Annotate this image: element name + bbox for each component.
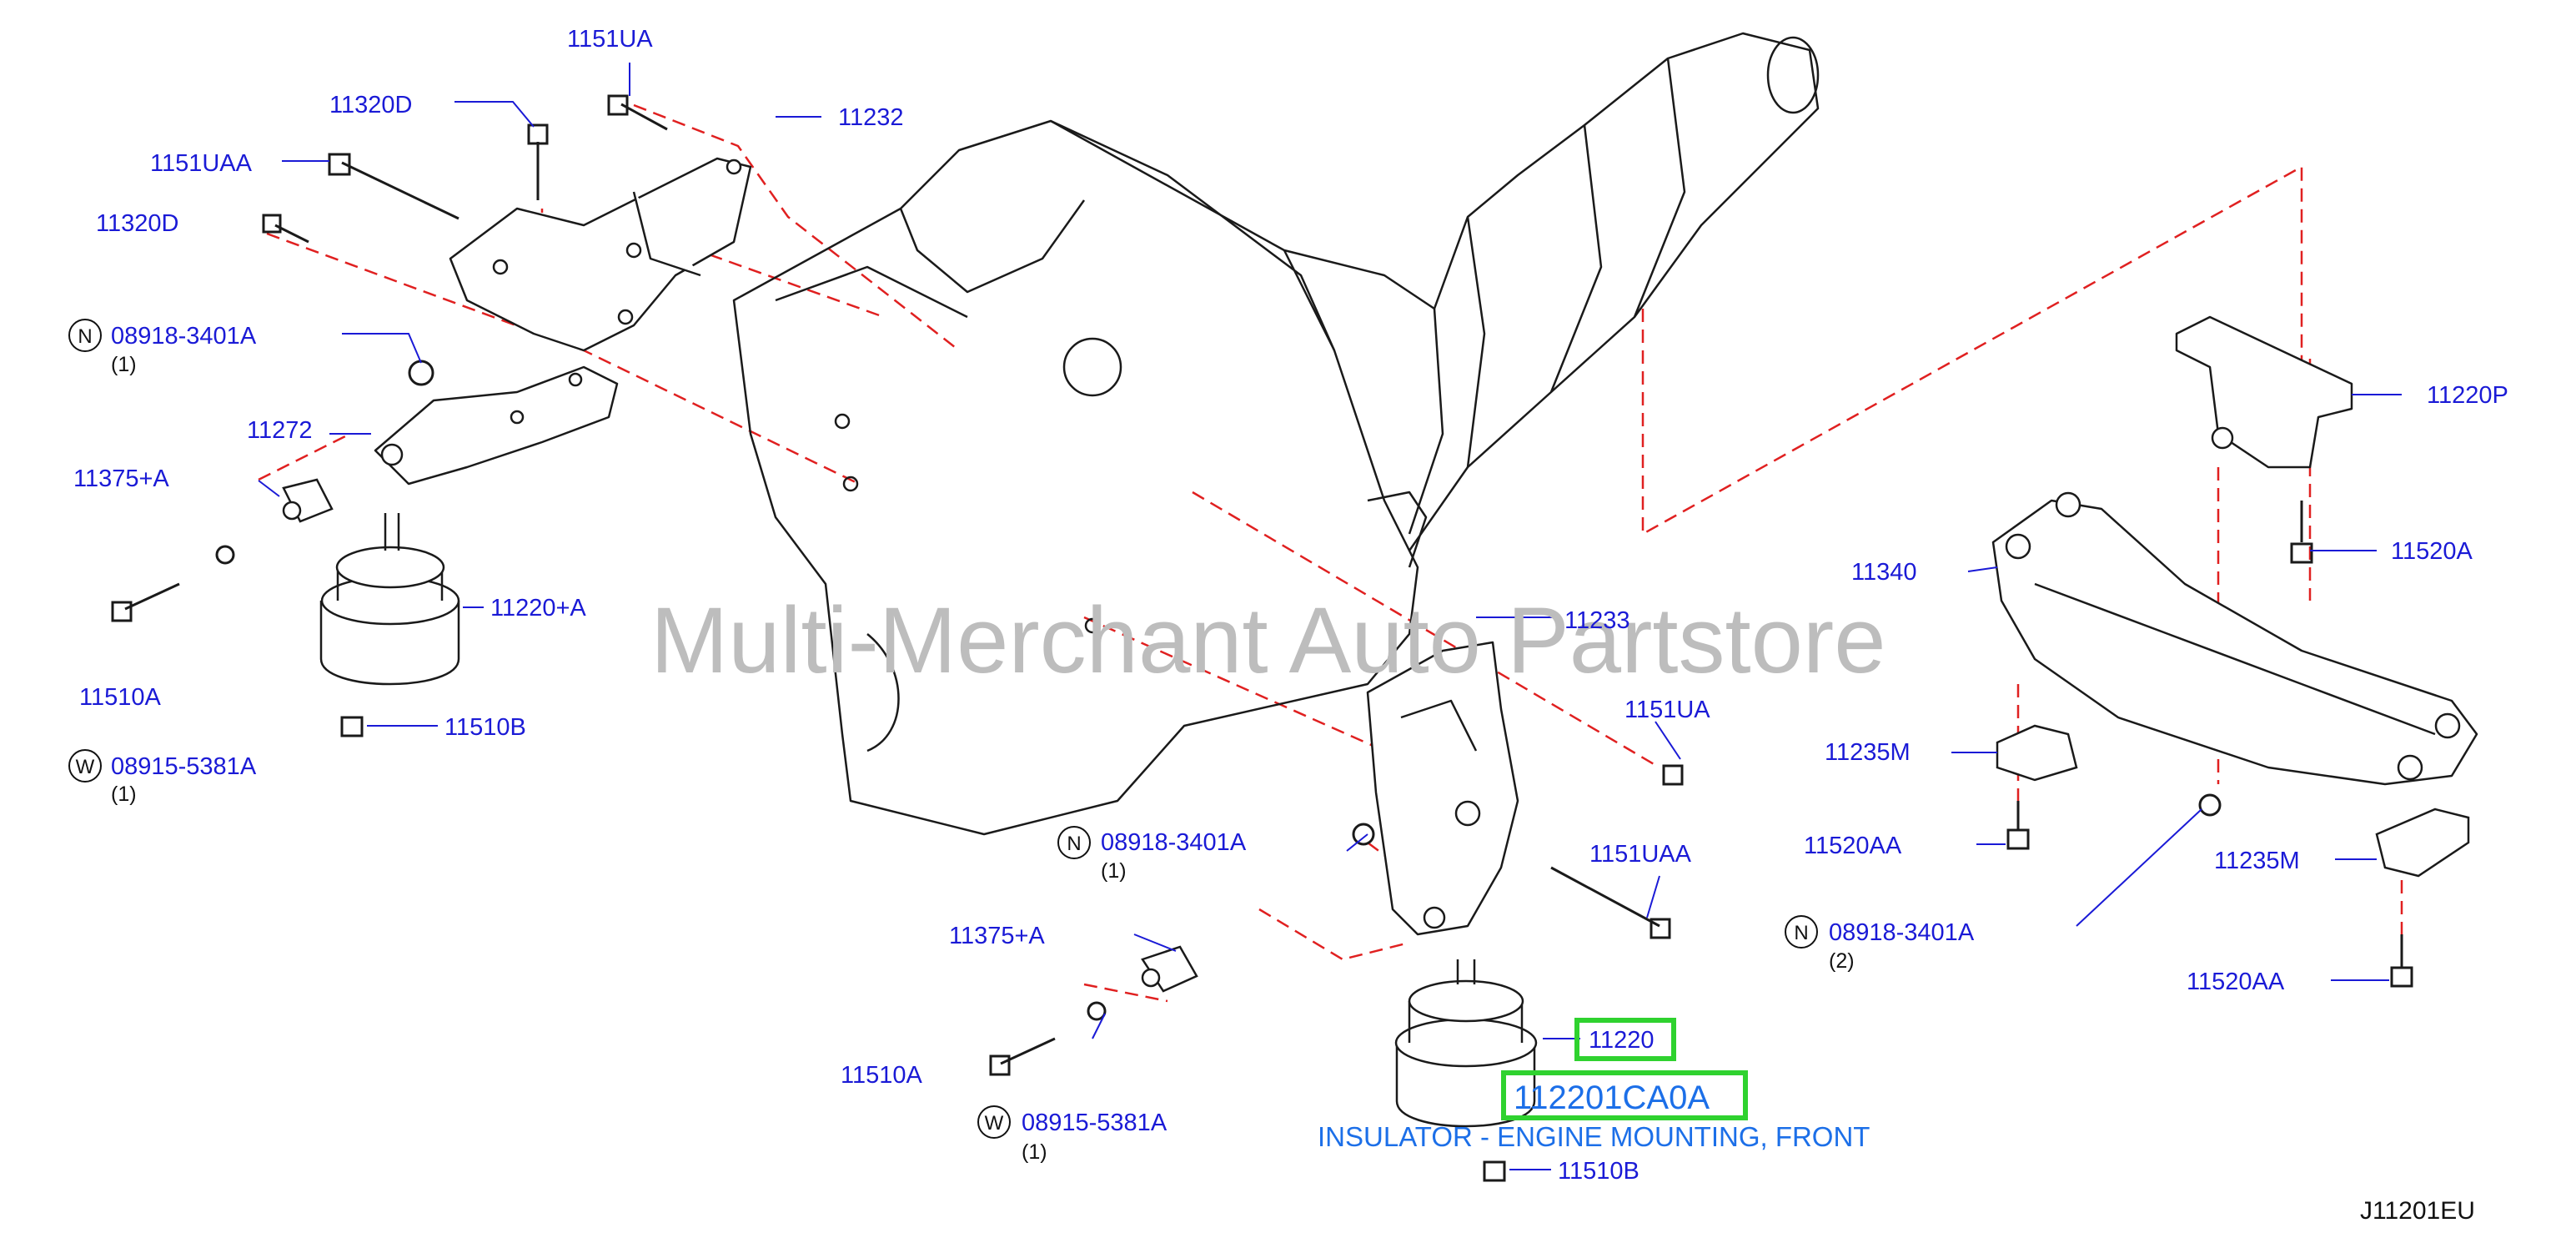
bracket-11233	[1366, 641, 1519, 936]
callout-11220[interactable]: 11220	[1589, 1027, 1655, 1054]
quantity-label: (1)	[1022, 1140, 1047, 1164]
callout-08918-3401a-right[interactable]: 08918-3401A	[1829, 919, 1975, 946]
callout-11510b-center[interactable]: 11510B	[1558, 1158, 1640, 1185]
n-mark-icon: N	[68, 319, 102, 352]
callout-11320d-upper[interactable]: 11320D	[329, 92, 413, 118]
callout-11233[interactable]: 11233	[1564, 607, 1630, 634]
callout-11235m-right[interactable]: 11235M	[2214, 848, 2300, 874]
callout-1151ua-center[interactable]: 1151UA	[1624, 697, 1710, 723]
callout-11510b-left[interactable]: 11510B	[444, 714, 526, 741]
callout-11520aa-left[interactable]: 11520AA	[1804, 833, 1902, 859]
callout-1151uaa-left[interactable]: 1151UAA	[150, 150, 252, 177]
engine-block	[732, 119, 1419, 836]
quantity-label: (1)	[111, 353, 137, 376]
callout-11320d-lower[interactable]: 11320D	[96, 210, 179, 237]
callout-11510a-left[interactable]: 11510A	[79, 684, 161, 711]
callout-08915-5381a-left[interactable]: 08915-5381A	[111, 753, 257, 780]
watermark-text: Multi-Merchant Auto Partstore	[650, 588, 1886, 692]
n-mark-icon: N	[1057, 826, 1091, 859]
callout-08915-5381a-center[interactable]: 08915-5381A	[1022, 1110, 1167, 1136]
callout-1151ua-top[interactable]: 1151UA	[567, 26, 653, 53]
quantity-label: (1)	[111, 783, 137, 806]
bushing-11375-plus-a-center	[1141, 945, 1198, 993]
leader-lines	[258, 63, 2402, 1170]
n-mark-icon: N	[1785, 915, 1818, 949]
highlight-box-11220	[1574, 1018, 1676, 1061]
bolts-right	[2006, 501, 2413, 988]
w-mark-icon: W	[977, 1105, 1011, 1139]
bolts-left	[111, 94, 668, 737]
member-11340	[1991, 491, 2478, 786]
part-description: INSULATOR - ENGINE MOUNTING, FRONT	[1318, 1121, 1870, 1152]
insulator-11220	[1394, 959, 1538, 1128]
quantity-label: (2)	[1829, 949, 1855, 973]
part-number-title[interactable]: 112201CA0A	[1514, 1079, 1710, 1116]
callout-11232[interactable]: 11232	[838, 104, 904, 131]
callout-11220p[interactable]: 11220P	[2427, 382, 2508, 409]
callout-11520a[interactable]: 11520A	[2391, 538, 2473, 565]
bracket-11232	[449, 157, 752, 352]
callout-11272[interactable]: 11272	[247, 417, 313, 444]
diagram-code: J11201EU	[2360, 1197, 2475, 1225]
highlight-box-part-number	[1501, 1070, 1748, 1120]
callout-11220-plus-a[interactable]: 11220+A	[490, 595, 586, 622]
callout-08918-3401a-center[interactable]: 08918-3401A	[1101, 829, 1247, 856]
callout-11375-plus-a-left[interactable]: 11375+A	[73, 466, 169, 492]
w-mark-icon: W	[68, 749, 102, 783]
callout-08918-3401a-left[interactable]: 08918-3401A	[111, 323, 257, 350]
callout-1151uaa-center[interactable]: 1151UAA	[1589, 841, 1691, 868]
bushing-11375-plus-a-left	[282, 478, 334, 523]
callout-11520aa-right[interactable]: 11520AA	[2187, 969, 2285, 995]
brackets-11235m	[1996, 724, 2470, 878]
callout-11340[interactable]: 11340	[1851, 559, 1917, 586]
callout-11510a-center[interactable]: 11510A	[841, 1062, 922, 1089]
bolts-center	[989, 764, 1684, 1182]
callout-11235m-left[interactable]: 11235M	[1825, 739, 1911, 766]
insulator-11220-plus-a	[319, 513, 460, 686]
insulator-11220p	[2175, 315, 2353, 469]
quantity-label: (1)	[1101, 859, 1127, 883]
bracket-11272	[374, 365, 619, 486]
transmission	[1050, 32, 1820, 568]
callout-11375-plus-a-center[interactable]: 11375+A	[949, 923, 1045, 949]
